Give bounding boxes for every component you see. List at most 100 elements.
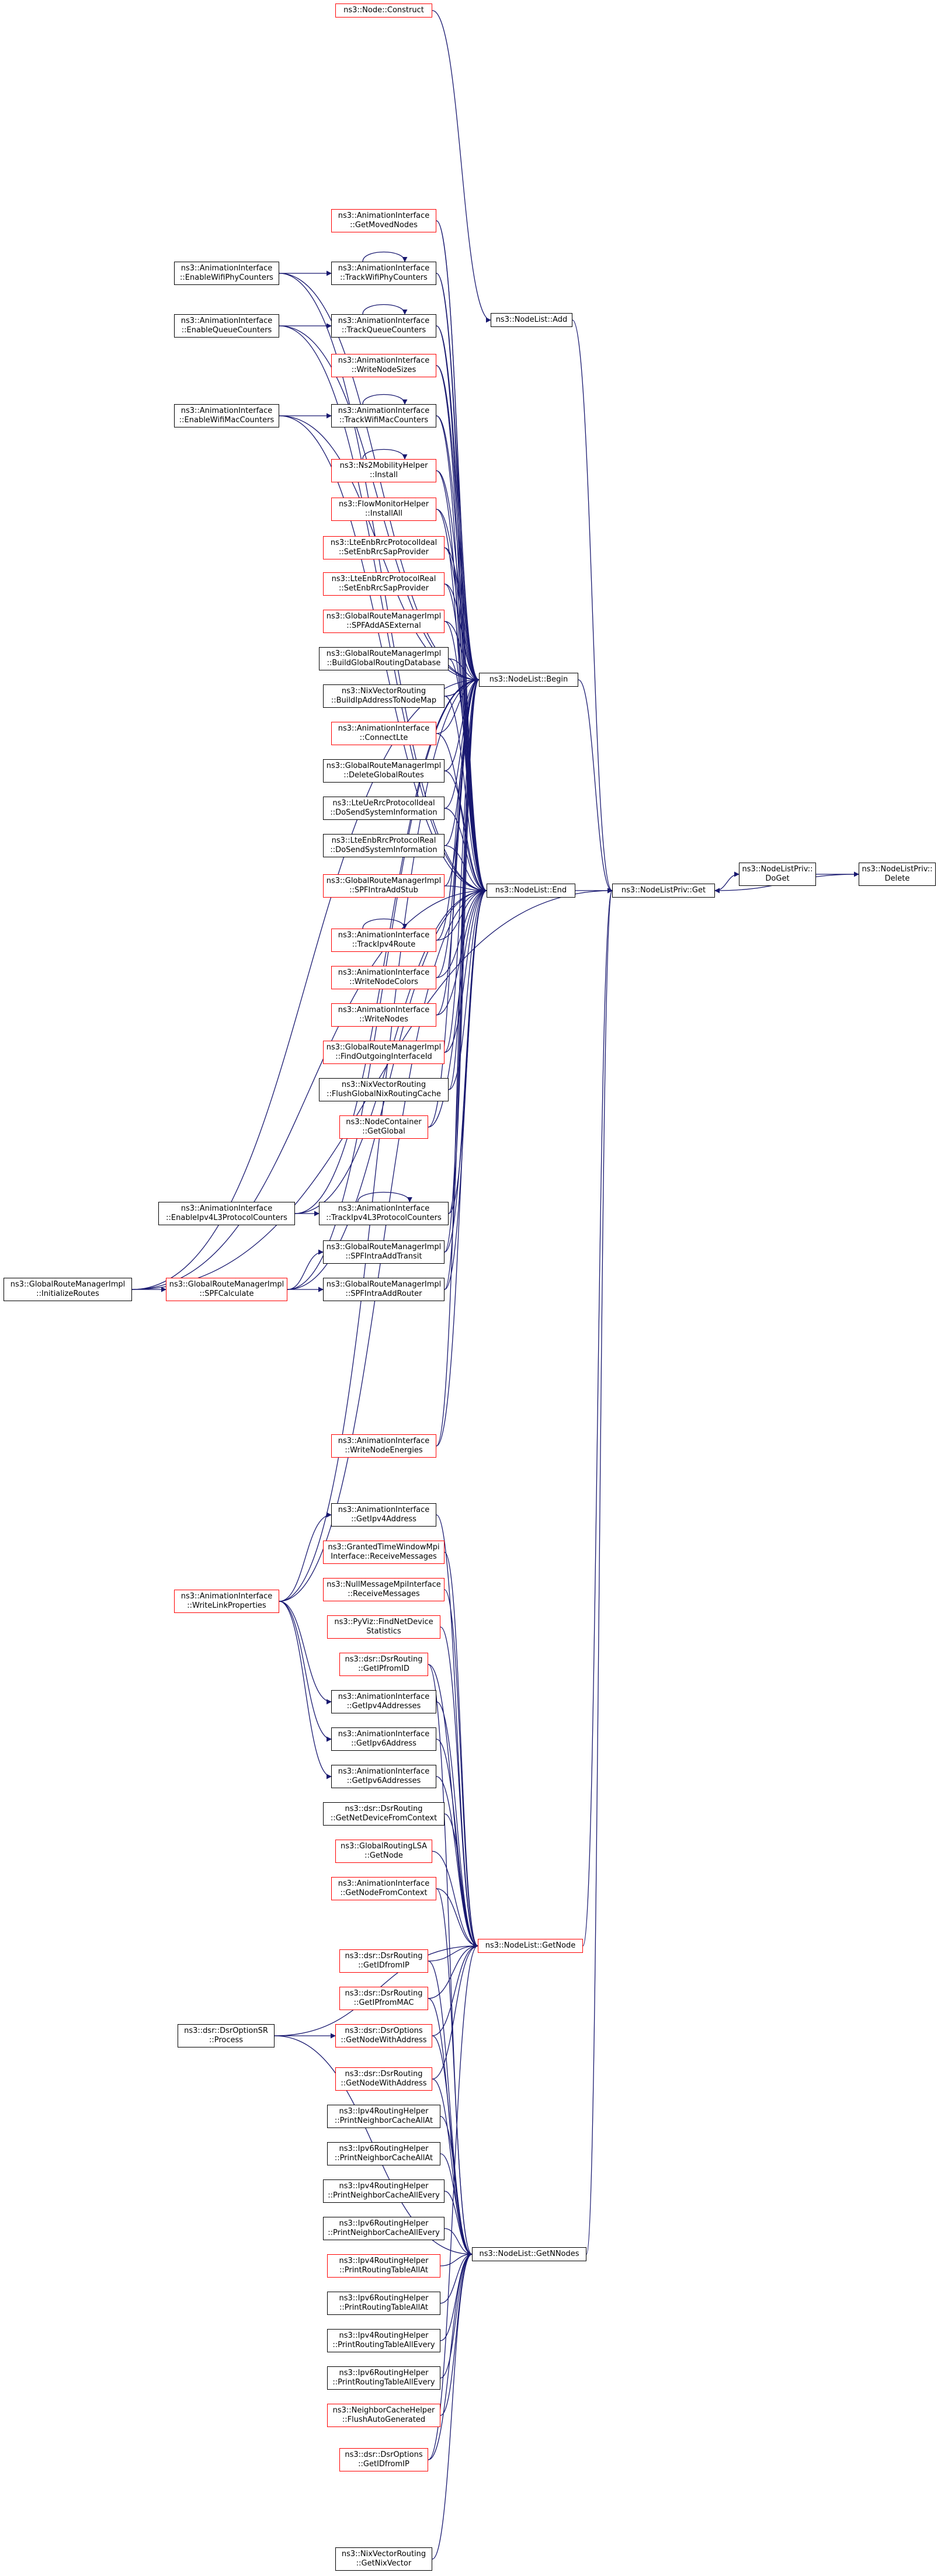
node-ipv4neighevery[interactable]: ns3::Ipv4RoutingHelper::PrintNeighborCac… (323, 2179, 445, 2203)
edge-pyviz-to-getnode (440, 1626, 478, 1949)
node-construct[interactable]: ns3::Node::Construct (335, 4, 432, 18)
node-ipv6tableat[interactable]: ns3::Ipv6RoutingHelper::PrintRoutingTabl… (327, 2292, 440, 2315)
node-dsrprocess[interactable]: ns3::dsr::DsrOptionSR::Process (178, 2024, 275, 2047)
node-nodecontainer[interactable]: ns3::NodeContainer::GetGlobal (339, 1115, 428, 1139)
node-writenodesizes[interactable]: ns3::AnimationInterface::WriteNodeSizes (331, 354, 436, 377)
node-getipv6address[interactable]: ns3::AnimationInterface::GetIpv6Address (331, 1727, 436, 1751)
node-getnodewithaddr2[interactable]: ns3::dsr::DsrRouting::GetNodeWithAddress (335, 2067, 432, 2091)
node-ltereal[interactable]: ns3::LteEnbRrcProtocolReal::SetEnbRrcSap… (323, 572, 445, 596)
node-label: ::GetIpv4Addresses (346, 1702, 421, 1711)
node-buildglobal[interactable]: ns3::GlobalRouteManagerImpl::BuildGlobal… (319, 647, 449, 670)
node-spfcalc[interactable]: ns3::GlobalRouteManagerImpl::SPFCalculat… (166, 1278, 287, 1301)
node-nullmsg[interactable]: ns3::NullMessageMpiInterface::ReceiveMes… (323, 1578, 445, 1601)
node-doget[interactable]: ns3::NodeListPriv::DoGet (739, 863, 816, 886)
node-label: ::SPFCalculate (199, 1289, 254, 1298)
edge-getipfrommac-to-getnode (428, 1943, 478, 1999)
node-trackwifimac[interactable]: ns3::AnimationInterface::TrackWifiMacCou… (331, 404, 436, 427)
node-connectlte[interactable]: ns3::AnimationInterface::ConnectLte (331, 722, 436, 745)
node-label: ns3::AnimationInterface (180, 1592, 273, 1601)
node-label: ns3::AnimationInterface (338, 1767, 430, 1776)
node-label: ::GetIpv4Address (351, 1515, 416, 1524)
edge-initroutes-to-begin (131, 677, 480, 1290)
node-enablequeue[interactable]: ns3::AnimationInterface::EnableQueueCoun… (174, 314, 279, 338)
node-trackipv4route[interactable]: ns3::AnimationInterface::TrackIpv4Route (331, 929, 436, 952)
node-label: ::EnableWifiMacCounters (179, 416, 275, 425)
node-label: ns3::dsr::DsrRouting (345, 1655, 423, 1664)
node-writenodeenergies[interactable]: ns3::AnimationInterface::WriteNodeEnergi… (331, 1434, 436, 1458)
node-ltesysreal[interactable]: ns3::LteEnbRrcProtocolReal::DoSendSystem… (323, 834, 445, 857)
node-end[interactable]: ns3::NodeList::End (487, 884, 575, 898)
node-getipv6addresses[interactable]: ns3::AnimationInterface::GetIpv6Addresse… (331, 1765, 436, 1788)
node-delete[interactable]: ns3::NodeListPriv::Delete (859, 863, 936, 886)
node-getipv4addresses[interactable]: ns3::AnimationInterface::GetIpv4Addresse… (331, 1690, 436, 1713)
node-enablewifimac[interactable]: ns3::AnimationInterface::EnableWifiMacCo… (174, 404, 279, 427)
node-ns2install[interactable]: ns3::Ns2MobilityHelper::Install (331, 459, 436, 482)
edge-nodecontainer-to-end (428, 888, 487, 1128)
node-getnetdevice[interactable]: ns3::dsr::DsrRouting::GetNetDeviceFromCo… (323, 1802, 445, 1826)
node-findoutgoing[interactable]: ns3::GlobalRouteManagerImpl::FindOutgoin… (323, 1041, 445, 1064)
node-neighborcache[interactable]: ns3::NeighborCacheHelper::FlushAutoGener… (327, 2404, 440, 2427)
node-writelinkprops[interactable]: ns3::AnimationInterface::WriteLinkProper… (174, 1590, 279, 1613)
node-lteideal[interactable]: ns3::LteEnbRrcProtocolIdeal::SetEnbRrcSa… (323, 536, 445, 559)
node-enableipv4l3[interactable]: ns3::AnimationInterface::EnableIpv4L3Pro… (158, 1202, 295, 1225)
node-begin[interactable]: ns3::NodeList::Begin (479, 673, 578, 687)
node-writenodes[interactable]: ns3::AnimationInterface::WriteNodes (331, 1003, 436, 1027)
node-enablewifiphy[interactable]: ns3::AnimationInterface::EnableWifiPhyCo… (174, 262, 279, 285)
node-spfaddas[interactable]: ns3::GlobalRouteManagerImpl::SPFAddASExt… (323, 610, 445, 633)
node-label: ::Process (209, 2036, 244, 2045)
node-add[interactable]: ns3::NodeList::Add (491, 313, 572, 327)
node-label: ns3::AnimationInterface (180, 1204, 273, 1213)
node-nixbuild[interactable]: ns3::NixVectorRouting::BuildIpAddressToN… (323, 684, 445, 708)
node-dsroptgetid[interactable]: ns3::dsr::DsrOptions::GetIDfromIP (339, 2448, 428, 2471)
node-ipv4tableat[interactable]: ns3::Ipv4RoutingHelper::PrintRoutingTabl… (327, 2254, 440, 2278)
node-getipv4address[interactable]: ns3::AnimationInterface::GetIpv4Address (331, 1503, 436, 1527)
node-label: ns3::Ipv4RoutingHelper (339, 2107, 429, 2116)
node-globallsa[interactable]: ns3::GlobalRoutingLSA::GetNode (335, 1840, 432, 1863)
node-spfrouter[interactable]: ns3::GlobalRouteManagerImpl::SPFIntraAdd… (323, 1278, 445, 1301)
node-getnnodes[interactable]: ns3::NodeList::GetNNodes (472, 2247, 586, 2261)
edge-trackipv4route-to-trackipv4route (362, 918, 408, 929)
node-flowinstall[interactable]: ns3::FlowMonitorHelper::InstallAll (331, 498, 436, 521)
node-nixgetvector[interactable]: ns3::NixVectorRouting::GetNixVector (335, 2547, 432, 2571)
node-ipv4tableevery[interactable]: ns3::Ipv4RoutingHelper::PrintRoutingTabl… (327, 2329, 440, 2352)
node-trackipv4l3[interactable]: ns3::AnimationInterface::TrackIpv4L3Prot… (319, 1202, 449, 1225)
node-label: Statistics (366, 1627, 401, 1636)
node-writenodecolors[interactable]: ns3::AnimationInterface::WriteNodeColors (331, 966, 436, 989)
node-label: ns3::PyViz::FindNetDevice (334, 1618, 433, 1626)
node-ipv6tableevery[interactable]: ns3::Ipv6RoutingHelper::PrintRoutingTabl… (327, 2366, 440, 2390)
node-initroutes[interactable]: ns3::GlobalRouteManagerImpl::InitializeR… (4, 1278, 132, 1301)
node-getnodefromctx[interactable]: ns3::AnimationInterface::GetNodeFromCont… (331, 1877, 436, 1900)
node-ipv6neighat[interactable]: ns3::Ipv6RoutingHelper::PrintNeighborCac… (327, 2142, 440, 2165)
node-deleteglobal[interactable]: ns3::GlobalRouteManagerImpl::DeleteGloba… (323, 759, 445, 783)
node-getipfrommac[interactable]: ns3::dsr::DsrRouting::GetIPfromMAC (339, 1987, 428, 2010)
node-label: ns3::GlobalRouteManagerImpl (326, 877, 442, 885)
node-trackqueue[interactable]: ns3::AnimationInterface::TrackQueueCount… (331, 314, 436, 338)
edge-trackwifimac-to-begin (436, 415, 480, 683)
node-label: ::EnableQueueCounters (181, 326, 272, 335)
node-ipv4neighat[interactable]: ns3::Ipv4RoutingHelper::PrintNeighborCac… (327, 2105, 440, 2128)
node-label: ::FindOutgoingInterfaceId (335, 1052, 432, 1061)
node-privget[interactable]: ns3::NodeListPriv::Get (612, 884, 715, 898)
node-label: ns3::NixVectorRouting (341, 2550, 426, 2558)
edge-deleteglobal-to-begin (444, 677, 480, 771)
node-ipv6neighevery[interactable]: ns3::Ipv6RoutingHelper::PrintNeighborCac… (323, 2217, 445, 2240)
node-getipfromid[interactable]: ns3::dsr::DsrRouting::GetIPfromID (339, 1653, 428, 1676)
node-trackwifiphy[interactable]: ns3::AnimationInterface::TrackWifiPhyCou… (331, 262, 436, 285)
node-label: ns3::AnimationInterface (180, 264, 273, 273)
node-label: ::TrackIpv4Route (352, 940, 416, 949)
edge-trackqueue-to-trackqueue (362, 304, 408, 315)
node-label: ns3::GlobalRouteManagerImpl (169, 1280, 284, 1289)
node-getnode[interactable]: ns3::NodeList::GetNode (478, 1939, 583, 1953)
node-getidfromip[interactable]: ns3::dsr::DsrRouting::GetIDfromIP (339, 1949, 428, 1973)
node-spftransit[interactable]: ns3::GlobalRouteManagerImpl::SPFIntraAdd… (323, 1240, 445, 1264)
node-nixflush[interactable]: ns3::NixVectorRouting::FlushGlobalNixRou… (319, 1078, 449, 1101)
node-getmoved[interactable]: ns3::AnimationInterface::GetMovedNodes (331, 209, 436, 232)
node-ltesysideal[interactable]: ns3::LteUeRrcProtocolIdeal::DoSendSystem… (323, 797, 445, 820)
node-label: ns3::NullMessageMpiInterface (327, 1580, 441, 1589)
node-label: ::GetNodeFromContext (340, 1889, 428, 1897)
node-getnodewithaddr[interactable]: ns3::dsr::DsrOptions::GetNodeWithAddress (335, 2024, 432, 2047)
node-label: ns3::GlobalRouteManagerImpl (326, 1043, 442, 1052)
node-spfintrastub[interactable]: ns3::GlobalRouteManagerImpl::SPFIntraAdd… (323, 874, 445, 898)
